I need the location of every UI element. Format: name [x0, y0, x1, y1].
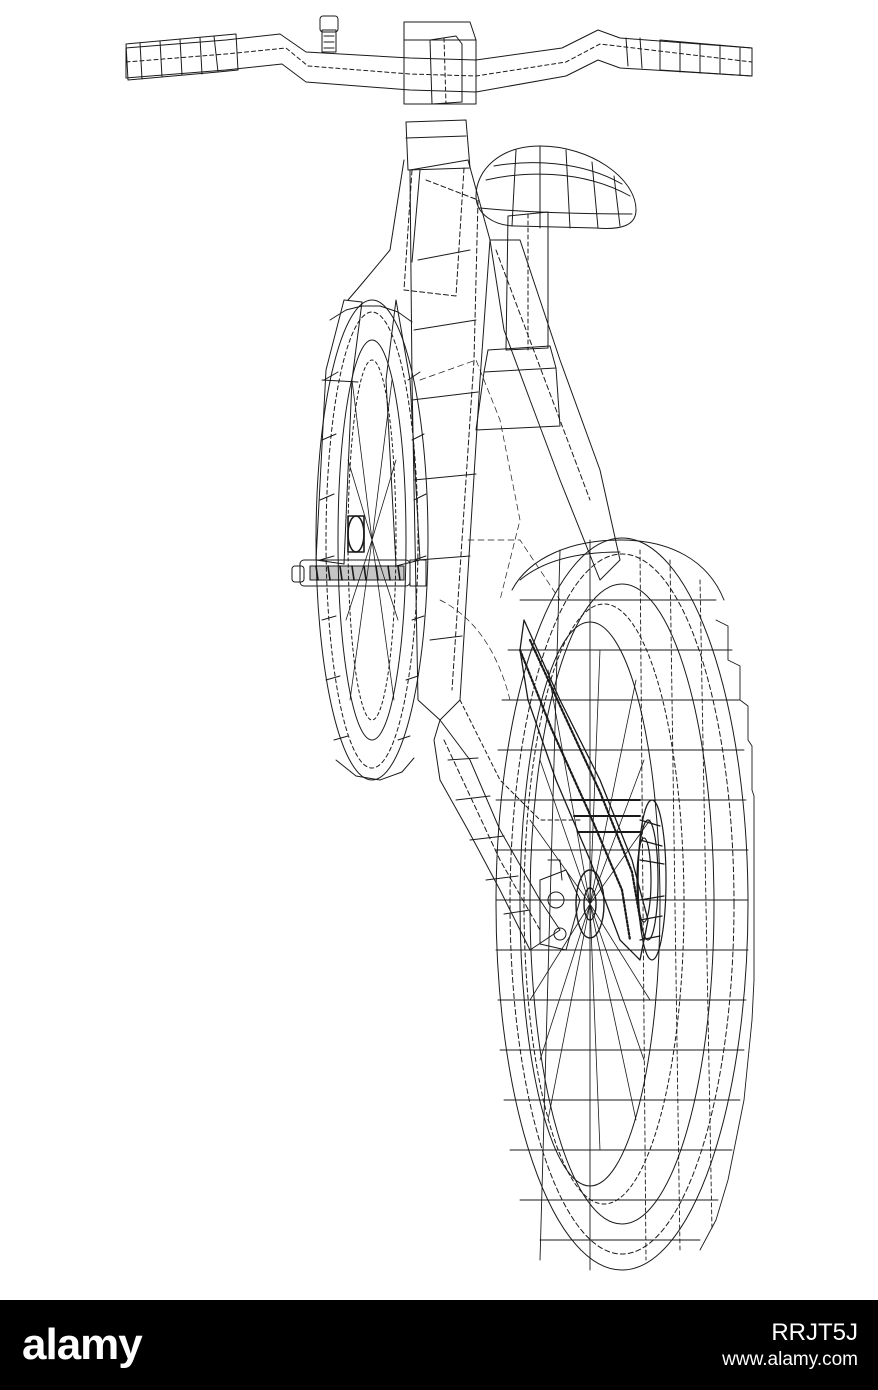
bicycle-wireframe-image [125, 15, 755, 1271]
front-wheel [315, 299, 429, 781]
derailleur [539, 859, 581, 951]
cassette [636, 799, 667, 961]
image-id: RRJT5J [771, 1319, 858, 1347]
bell [319, 15, 339, 53]
frame [409, 159, 621, 951]
saddle [475, 145, 637, 229]
rear-wheel [495, 537, 755, 1271]
handlebar [125, 15, 753, 105]
alamy-logo: alamy [22, 1320, 143, 1369]
stem-clamp [403, 21, 477, 105]
left-grip [125, 33, 239, 81]
footer-info: RRJT5J www.alamy.com [722, 1318, 858, 1372]
right-grip [625, 37, 753, 77]
site-url: www.alamy.com [722, 1349, 858, 1371]
head-tube [347, 119, 471, 301]
watermark-footer: alamy RRJT5J www.alamy.com [0, 1300, 878, 1390]
hidden-lines [419, 359, 561, 701]
chain [518, 619, 667, 961]
